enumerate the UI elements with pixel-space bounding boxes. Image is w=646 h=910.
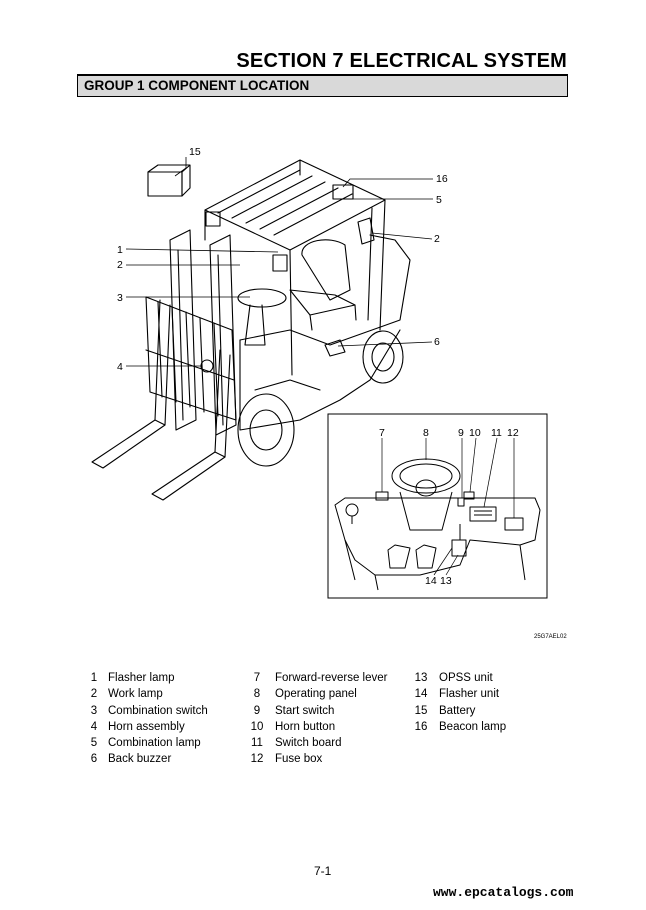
watermark: www.epcatalogs.com <box>433 885 574 900</box>
legend-num: 14 <box>414 688 428 701</box>
callout-4: 4 <box>117 361 123 373</box>
page-number: 7-1 <box>314 864 332 878</box>
callout-2-right: 2 <box>434 233 440 245</box>
callout-1: 1 <box>117 244 123 256</box>
legend-num: 16 <box>414 720 428 733</box>
callout-6: 6 <box>434 336 440 348</box>
legend-name: Fuse box <box>275 753 323 766</box>
callout-9: 9 <box>458 427 464 439</box>
legend-num: 4 <box>90 720 98 733</box>
overhead-guard <box>204 159 386 376</box>
group-bar: GROUP 1 COMPONENT LOCATION <box>77 75 568 97</box>
legend-num: 10 <box>250 720 264 733</box>
legend-name: Flasher unit <box>439 688 500 701</box>
legend-name: Forward-reverse lever <box>275 672 388 684</box>
legend-name: Beacon lamp <box>439 720 507 733</box>
callout-16: 16 <box>436 173 448 185</box>
callout-10: 10 <box>469 427 481 439</box>
legend-name: Combination lamp <box>108 737 201 750</box>
callout-13: 13 <box>440 575 452 587</box>
callout-15: 15 <box>189 146 201 158</box>
truck-body <box>239 234 411 431</box>
legend-name: Operating panel <box>275 688 357 701</box>
forks <box>91 299 231 501</box>
flasher-lamp-icon <box>272 254 288 272</box>
callout-3: 3 <box>117 292 123 304</box>
legend-name: Flasher lamp <box>108 672 175 684</box>
forklift-figure: 15 16 5 2 1 2 3 6 4 <box>91 146 548 599</box>
legend-name: Start switch <box>275 704 335 717</box>
legend-name: Work lamp <box>108 688 163 701</box>
battery-icon <box>147 171 183 197</box>
legend-name: Combination switch <box>108 704 208 717</box>
legend-name: Switch board <box>275 737 342 750</box>
section-title: SECTION 7 ELECTRICAL SYSTEM <box>236 50 567 72</box>
seat <box>289 239 357 331</box>
callout-12: 12 <box>507 427 519 439</box>
legend-name: Horn button <box>275 720 336 733</box>
legend-num: 15 <box>414 704 428 717</box>
callout-7: 7 <box>379 427 385 439</box>
legend-num: 11 <box>251 737 263 750</box>
work-lamp-icon <box>205 211 221 227</box>
legend-num: 3 <box>90 704 98 717</box>
figure-code: 25G7AEL02 <box>534 634 567 640</box>
callout-14: 14 <box>425 575 437 587</box>
legend-num: 1 <box>90 672 98 684</box>
back-buzzer-icon <box>324 339 346 357</box>
horn-icon <box>200 359 214 373</box>
legend-name: Back buzzer <box>108 753 172 766</box>
legend-num: 8 <box>253 688 261 701</box>
callout-5: 5 <box>436 194 442 206</box>
legend-name: OPSS unit <box>439 672 493 684</box>
callout-8: 8 <box>423 427 429 439</box>
legend-num: 13 <box>414 672 428 684</box>
dashboard-inset: 7 8 9 10 11 12 14 13 <box>327 413 548 599</box>
start-switch-icon <box>457 497 465 507</box>
callout-2-left: 2 <box>117 259 123 271</box>
group-title: GROUP 1 COMPONENT LOCATION <box>84 78 310 93</box>
horn-button-icon <box>463 491 475 500</box>
combination-lamp-icon <box>357 217 375 245</box>
callout-11: 11 <box>491 427 502 439</box>
mast <box>169 229 237 436</box>
legend-num: 9 <box>253 704 261 717</box>
legend-num: 7 <box>253 672 261 684</box>
switch-board-icon <box>469 506 497 522</box>
legend-num: 6 <box>90 753 98 766</box>
legend-num: 5 <box>90 737 98 750</box>
legend-name: Horn assembly <box>108 720 185 733</box>
beacon-lamp-icon <box>332 184 354 200</box>
legend-num: 12 <box>250 753 264 766</box>
legend-num: 2 <box>90 688 98 701</box>
legend-name: Battery <box>439 704 476 717</box>
